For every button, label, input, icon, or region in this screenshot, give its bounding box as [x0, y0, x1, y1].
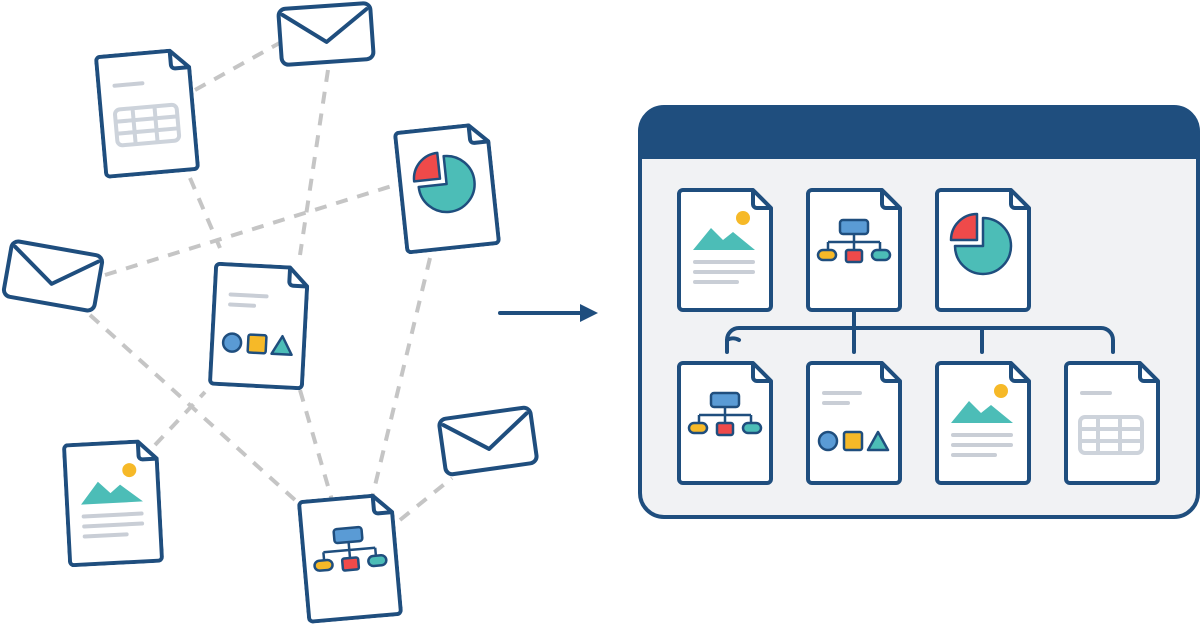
- window-title-bar: [640, 107, 1198, 159]
- hierarchy-connector: [725, 304, 1115, 354]
- pie-chart-doc-icon: [937, 190, 1029, 310]
- shapes-doc-icon: [210, 264, 308, 389]
- image-doc-icon: [937, 363, 1029, 483]
- org-chart-doc-icon: [299, 494, 401, 622]
- envelope-icon: [436, 404, 540, 478]
- organized-window: [638, 105, 1200, 519]
- spreadsheet-doc-icon: [1066, 363, 1158, 483]
- spreadsheet-doc-icon: [96, 49, 198, 177]
- pie-chart-doc-icon: [395, 124, 499, 253]
- envelope-icon: [0, 238, 106, 314]
- envelope-icon: [276, 0, 376, 68]
- org-chart-doc-icon: [679, 363, 771, 483]
- org-chart-doc-icon: [808, 190, 900, 310]
- image-doc-icon: [679, 190, 771, 310]
- connection-lines: [88, 38, 454, 522]
- image-doc-icon: [64, 441, 162, 566]
- shapes-doc-icon: [808, 363, 900, 483]
- arrow-right-icon: [498, 304, 598, 322]
